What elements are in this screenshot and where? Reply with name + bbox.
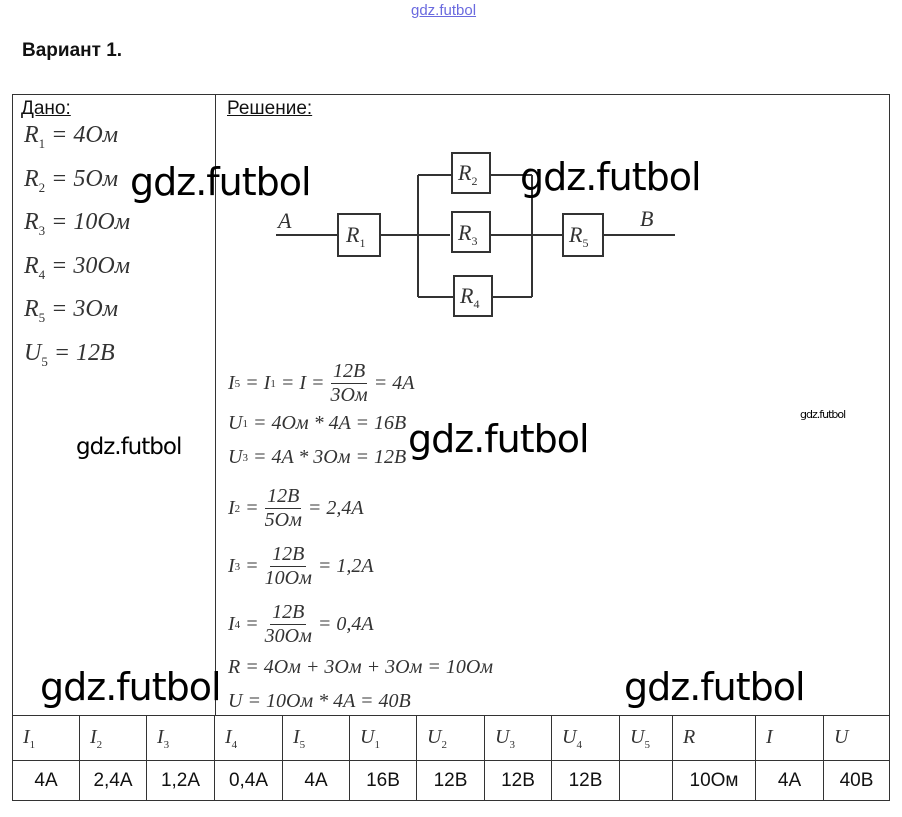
svg-text:R1: R1 [345,222,365,250]
equation-u: U = 10Ом * 4A = 40В [228,690,411,712]
given-item: R1 = 4Ом [24,122,119,151]
table-value-cell: 10Ом [672,760,756,801]
table-header-cell: U5 [619,715,673,761]
table-value-cell: 4A [282,760,350,801]
watermark: gdz.futbol [76,434,182,460]
table-header-cell: I5 [282,715,350,761]
solution-label: Решение: [227,98,313,119]
given-item: U5 = 12В [24,339,115,369]
svg-text:R2: R2 [457,160,477,188]
given-item: R3 = 10Ом [24,209,131,238]
table-header-cell: I3 [146,715,215,761]
table-header-cell: U [823,715,890,761]
table-value-cell: 0,4A [214,760,283,801]
table-header-cell: U4 [551,715,620,761]
svg-text:R5: R5 [568,222,588,250]
node-b-label: B [640,206,653,231]
page-title: Вариант 1. [22,40,123,61]
column-divider [215,94,216,715]
table-value-cell: 16В [349,760,417,801]
table-value-cell: 2,4A [79,760,147,801]
watermark: gdz.futbol [520,155,702,199]
given-item: R4 = 30Ом [24,252,131,282]
table-header-cell: U3 [484,715,552,761]
watermark: gdz.futbol [624,665,806,709]
table-value-cell: 12В [484,760,552,801]
table-value-cell: 12В [551,760,620,801]
table-value-cell: 1,2A [146,760,215,801]
watermark-link[interactable]: gdz.futbol [411,2,477,19]
table-header-cell: I1 [12,715,80,761]
given-item: R5 = 3Ом [24,296,119,325]
given-item: R2 = 5Ом [24,165,119,195]
table-header-cell: I [755,715,824,761]
watermark: gdz.futbol [408,417,590,461]
table-header-cell: R [672,715,756,761]
table-value-cell: 12В [416,760,485,801]
table-header-cell: I4 [214,715,283,761]
watermark: gdz.futbol [800,408,846,421]
table-header-cell: U1 [349,715,417,761]
circuit-diagram: A B R1 R2 R3 R4 R5 [276,152,675,317]
solution-frame [12,94,890,801]
table-header-cell: U2 [416,715,485,761]
given-label: Дано: [21,98,71,119]
equation-r: R = 4Ом + 3Ом + 3Ом = 10Ом [228,656,494,678]
svg-text:R3: R3 [457,220,477,248]
table-value-cell: 40В [823,760,890,801]
node-a-label: A [276,208,292,233]
table-header-cell: I2 [79,715,147,761]
watermark: gdz.futbol [130,160,312,204]
table-value-cell [619,760,673,801]
svg-text:R4: R4 [459,283,479,311]
watermark: gdz.futbol [40,665,222,709]
table-value-cell: 4A [12,760,80,801]
table-value-cell: 4A [755,760,824,801]
